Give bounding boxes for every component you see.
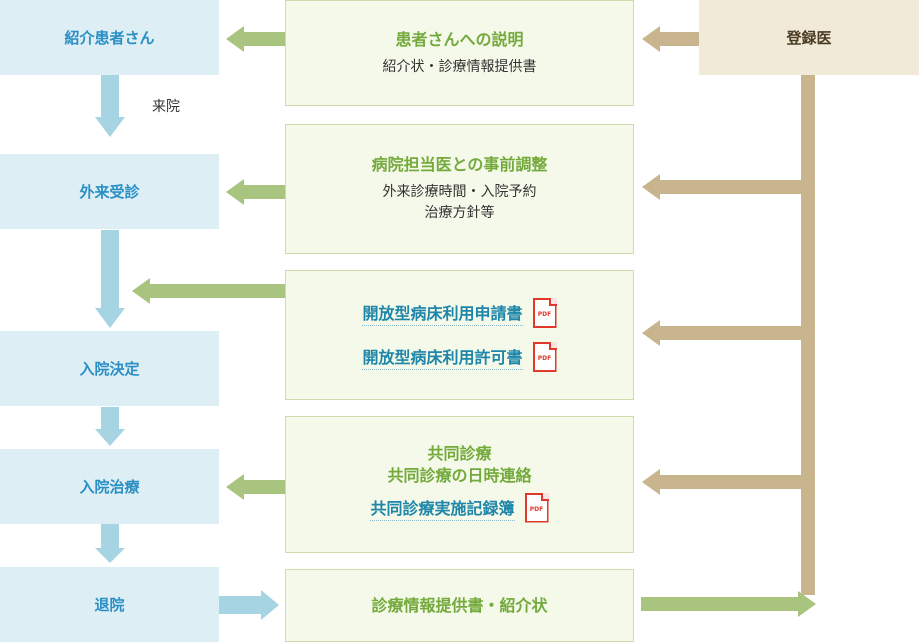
joint-care-schedule: 共同診療の日時連絡 [387,465,532,485]
referral-letter-title: 診療情報提供書・紹介状 [371,595,548,615]
discharge-box: 退院 [0,567,219,642]
pdf-icon[interactable]: PDF [532,298,557,328]
patient-explanation-box: 患者さんへの説明 紹介状・診療情報提供書 [285,0,634,106]
pdf-icon-label: PDF [537,311,552,318]
pre-coordination-box: 病院担当医との事前調整 外来診療時間・入院予約 治療方針等 [285,124,634,254]
patient-explanation-body: 紹介状・診療情報提供書 [382,58,537,75]
pdf-icon-label: PDF [529,505,544,513]
joint-care-record-row[interactable]: 共同診療実施記録簿 PDF [370,492,549,523]
open-bed-permit-link[interactable]: 開放型病床利用許可書 [362,344,523,370]
open-bed-forms-box: 開放型病床利用申請書 PDF 開放型病床利用許可書 PDF [285,270,634,400]
pre-coordination-line1: 外来診療時間・入院予約 [382,184,537,200]
admission-decision-box: 入院決定 [0,331,219,406]
referral-letter-box: 診療情報提供書・紹介状 [285,569,634,642]
patient-explanation-title: 患者さんへの説明 [395,29,524,49]
outpatient-label: 外来受診 [79,183,140,201]
pdf-icon[interactable]: PDF [524,492,549,523]
joint-care-title: 共同診療 [427,443,492,463]
pdf-icon-label: PDF [537,355,552,362]
open-bed-application-row[interactable]: 開放型病床利用申請書 PDF [362,298,557,328]
registered-doctor-box: 登録医 [699,0,919,75]
open-bed-application-link[interactable]: 開放型病床利用申請書 [362,300,523,326]
joint-care-record-link[interactable]: 共同診療実施記録簿 [370,495,515,521]
inpatient-box: 入院治療 [0,449,219,524]
admission-decision-label: 入院決定 [79,360,140,378]
pre-coordination-line2: 治療方針等 [424,205,495,221]
intro-patient-box: 紹介患者さん [0,0,219,75]
inpatient-label: 入院治療 [79,478,140,496]
arrival-label: 来院 [152,99,180,115]
registered-doctor-label: 登録医 [786,29,832,47]
discharge-label: 退院 [94,596,125,614]
joint-care-box: 共同診療 共同診療の日時連絡 共同診療実施記録簿 PDF [285,416,634,553]
pdf-icon[interactable]: PDF [532,342,557,372]
open-bed-permit-row[interactable]: 開放型病床利用許可書 PDF [362,342,557,372]
outpatient-box: 外来受診 [0,154,219,229]
intro-patient-label: 紹介患者さん [64,29,155,47]
pre-coordination-title: 病院担当医との事前調整 [371,155,548,174]
